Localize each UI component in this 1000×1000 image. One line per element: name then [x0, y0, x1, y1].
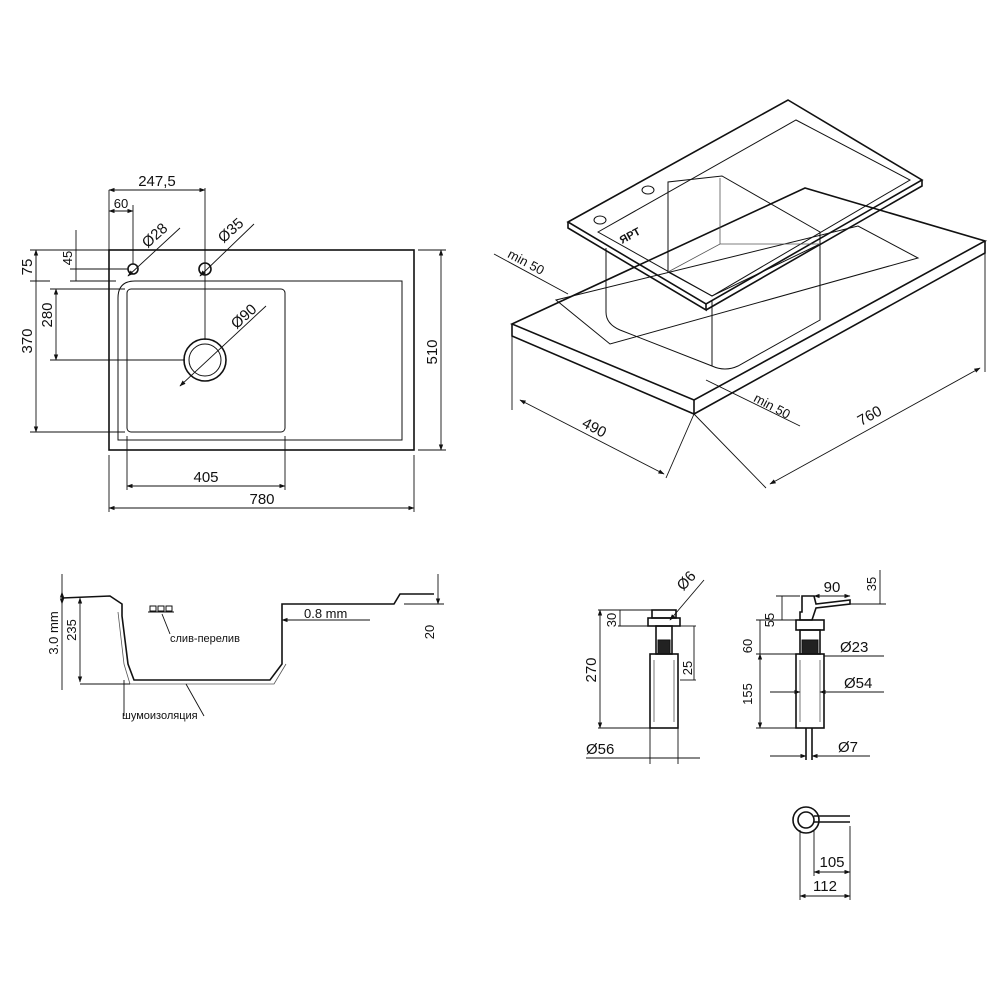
dim-drain-top: 30 [604, 613, 619, 627]
dim-hole-depth-75: 75 [19, 259, 36, 276]
dim-disp-neck: 60 [740, 639, 755, 653]
dim-drain-flange: 25 [680, 661, 695, 675]
drain-outer-circle [183, 338, 227, 382]
dim-iso-depth: 490 [579, 415, 609, 442]
dim-plan-outer: 112 [813, 878, 837, 895]
dim-hole-small: Ø28 [139, 220, 171, 252]
dim-drain-offset: 247,5 [138, 173, 176, 190]
dim-disp-bottle-diameter: Ø54 [844, 675, 872, 692]
dim-disp-reach: 90 [824, 579, 841, 596]
overflow-icon [149, 605, 157, 612]
sink-outline [108, 249, 415, 451]
dim-disp-head-diameter: Ø23 [840, 639, 868, 656]
label-overflow: слив-перелив [170, 633, 240, 645]
sink-inner-deck [596, 119, 912, 297]
dim-wall: 0.8 mm [304, 606, 347, 621]
plan-outer-circle [792, 806, 820, 834]
dim-total-depth: 510 [424, 339, 441, 364]
dim-hole-large: Ø35 [215, 215, 247, 247]
drain-part: 270 30 Ø6 25 Ø56 [583, 568, 705, 764]
drain-body [649, 653, 679, 729]
iso-hole-1-icon [593, 215, 607, 225]
countertop-front [511, 324, 695, 416]
dim-iso-min-left: min 50 [505, 246, 547, 278]
dim-thickness: 3.0 mm [46, 611, 61, 654]
dim-bowl-depth: 370 [19, 328, 36, 353]
dispenser-head [799, 595, 851, 621]
dim-bowl-width: 405 [193, 469, 218, 486]
iso-view: ЯРТ min 50 min 50 490 760 [493, 99, 988, 489]
countertop-cutout [554, 225, 920, 345]
dim-total-width: 780 [249, 491, 274, 508]
label-insulation: шумоизоляция [122, 710, 198, 722]
countertop-side [693, 241, 986, 415]
dim-iso-width: 760 [855, 403, 885, 430]
dim-rim-height: 20 [422, 625, 437, 639]
dispenser: 55 60 155 90 35 Ø23 Ø54 Ø7 [740, 570, 886, 760]
dim-drain-depth: 280 [39, 302, 56, 327]
dim-disp-bottle: 155 [740, 683, 755, 705]
plan-inner-circle [797, 811, 815, 829]
section-profile [61, 593, 434, 681]
dim-drain-total-height: 270 [583, 657, 600, 682]
dim-disp-spout-height: 35 [864, 577, 879, 591]
dim-iso-min-right: min 50 [751, 390, 793, 422]
dim-drain-body: Ø56 [586, 741, 614, 758]
dim-section-depth: 235 [64, 619, 79, 641]
brand-logo: ЯРТ [618, 226, 643, 247]
bowl-outline [126, 288, 286, 433]
drain-inner-circle [188, 343, 222, 377]
dim-hole-depth-45: 45 [60, 251, 75, 265]
dispenser-plan: 105 112 [792, 806, 851, 900]
dim-drain-diameter: Ø90 [228, 301, 260, 333]
top-view: 247,5 60 405 780 370 280 75 45 510 Ø28 Ø… [19, 173, 446, 512]
dim-hole-offset: 60 [114, 196, 128, 211]
sink-inner-rim [117, 280, 403, 441]
dim-disp-tube: Ø7 [838, 739, 858, 756]
dim-plan-inner: 105 [819, 854, 844, 871]
iso-hole-2-icon [641, 185, 655, 195]
section-view: слив-перелив шумоизоляция 3.0 mm 235 20 … [46, 574, 444, 722]
countertop-top [510, 187, 988, 401]
hole-small-icon [127, 263, 139, 275]
bowl-inner [667, 175, 821, 297]
